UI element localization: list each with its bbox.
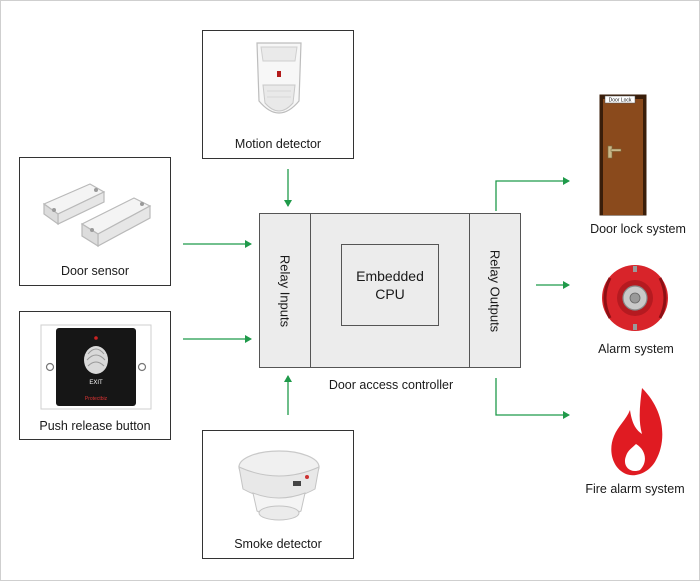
cpu-label-line2: CPU: [375, 286, 405, 302]
smoke-detector-label: Smoke detector: [234, 537, 322, 551]
door-icon: Door Lock: [599, 94, 647, 216]
relay-inputs-label: Relay Inputs: [277, 254, 293, 327]
push-button-box: EXIT Protectbiz Push release button: [19, 311, 171, 440]
smoke-detector-box: Smoke detector: [202, 430, 354, 559]
alarm-system-label: Alarm system: [598, 342, 674, 356]
alarm-bell-icon: [602, 265, 668, 331]
smoke-detector-icon: [238, 450, 320, 521]
door-lock-label: Door lock system: [590, 222, 686, 236]
motion-sensor-icon: [256, 42, 302, 114]
relay-inputs-panel: Relay Inputs: [260, 214, 311, 367]
door-sensor-box: Door sensor: [19, 157, 171, 286]
motion-detector-box: Motion detector: [202, 30, 354, 159]
exit-text: EXIT: [89, 380, 103, 386]
door-lock-sign: Door Lock: [609, 98, 632, 104]
fire-alarm-label: Fire alarm system: [585, 482, 685, 496]
motion-detector-label: Motion detector: [234, 137, 322, 151]
door-sensor-label: Door sensor: [60, 264, 130, 278]
brand-text: Protectbiz: [85, 396, 108, 402]
door-access-controller: Relay Inputs Embedded CPU Relay Outputs: [259, 213, 521, 368]
embedded-cpu-block: Embedded CPU: [341, 244, 439, 326]
push-button-icon: EXIT Protectbiz: [40, 324, 152, 410]
push-button-label: Push release button: [39, 419, 151, 433]
cpu-label-line1: Embedded: [356, 268, 424, 284]
relay-outputs-label: Relay Outputs: [487, 249, 503, 332]
relay-outputs-panel: Relay Outputs: [469, 214, 520, 367]
arrow-controller-to-fire-alarm: [495, 378, 570, 419]
arrow-controller-to-door-lock: [495, 177, 570, 211]
fire-icon: [611, 388, 663, 476]
door-sensor-icon: [42, 183, 152, 248]
controller-caption: Door access controller: [328, 378, 454, 392]
